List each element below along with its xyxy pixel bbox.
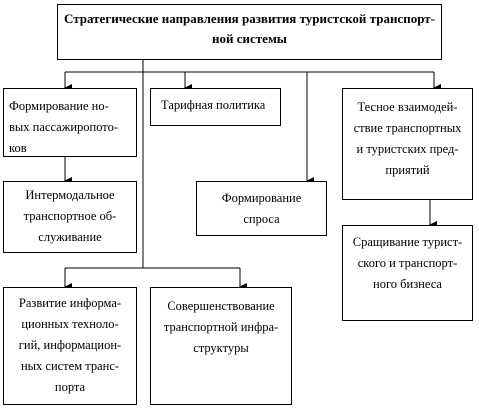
tariff-policy-label: Тарифная политика	[161, 98, 266, 112]
formation-passenger-flows-label: Формирование но- вых пассажиропото- ков	[9, 99, 119, 155]
business-merging-label: Сращивание турист- ского и транспорт- но…	[352, 235, 463, 291]
info-technologies-box: Развитие информа- ционных техноло- гий, …	[3, 287, 137, 405]
business-merging-box: Сращивание турист- ского и транспорт- но…	[342, 225, 473, 321]
intermodal-service-box: Интермодальное транспортное об- служиван…	[3, 181, 137, 253]
root-title: Стратегические направления развития тури…	[64, 11, 435, 46]
infrastructure-improvement-box: Совершенствование транспортной инфра- ст…	[150, 287, 292, 405]
tariff-policy-box: Тарифная политика	[150, 88, 281, 126]
formation-passenger-flows-box: Формирование но- вых пассажиропото- ков	[3, 88, 137, 157]
close-interaction-label: Тесное взаимодей- ствие транспортных и т…	[353, 100, 462, 177]
demand-formation-box: Формирование спроса	[196, 181, 327, 236]
intermodal-service-label: Интермодальное транспортное об- служиван…	[23, 188, 117, 244]
infrastructure-improvement-label: Совершенствование транспортной инфра- ст…	[163, 299, 279, 355]
close-interaction-box: Тесное взаимодей- ствие транспортных и т…	[342, 88, 473, 200]
demand-formation-label: Формирование спроса	[221, 191, 302, 226]
root-strategic-directions-box: Стратегические направления развития тури…	[57, 4, 442, 60]
info-technologies-label: Развитие информа- ционных техноло- гий, …	[18, 296, 122, 394]
